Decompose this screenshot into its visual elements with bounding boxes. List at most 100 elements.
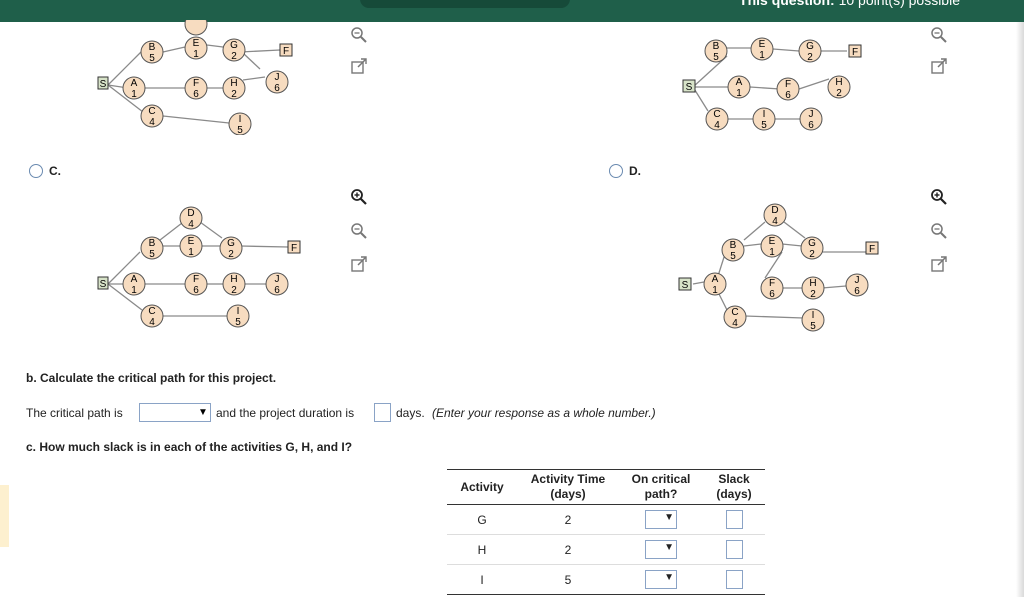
option-c-label: C. [49,164,61,178]
svg-text:I: I [812,310,815,321]
svg-text:5: 5 [149,53,155,64]
svg-text:B: B [730,240,737,251]
critical-dropdown-g[interactable]: ▼ [645,510,677,529]
svg-text:G: G [230,40,238,51]
part-b-heading: b. Calculate the critical path for this … [26,371,277,385]
critical-cell: ▼ [619,504,703,535]
critical-path-dropdown[interactable]: ▼ [139,403,211,422]
zoom-out-icon[interactable] [930,222,948,240]
header-pill [360,0,570,8]
radio-circle[interactable] [29,164,43,178]
zoom-in-icon[interactable] [930,188,948,206]
svg-text:C: C [148,306,155,317]
svg-text:B: B [149,238,156,249]
radio-circle[interactable] [609,164,623,178]
svg-text:F: F [852,47,858,58]
svg-text:4: 4 [772,216,778,227]
svg-text:5: 5 [761,120,767,131]
dropdown-arrow-icon: ▼ [198,407,208,418]
svg-text:H: H [809,278,816,289]
svg-text:H: H [835,77,842,88]
svg-text:F: F [291,243,297,254]
svg-text:1: 1 [131,89,137,100]
left-highlight-strip [0,485,9,547]
svg-text:2: 2 [809,249,815,260]
svg-text:2: 2 [231,89,237,100]
svg-text:C: C [731,307,738,318]
svg-text:E: E [188,236,195,247]
network-nodes-d: S F D4 B5 E1 G2 A1 F6 H2 J6 C4 I5 [678,203,879,332]
svg-text:1: 1 [736,88,742,99]
svg-text:E: E [759,39,766,50]
svg-text:6: 6 [785,90,791,101]
option-d-label: D. [629,164,641,178]
external-link-icon[interactable] [930,58,948,76]
header-slack: Slack (days) [703,469,765,505]
activity-table: Activity Activity Time (days) On critica… [447,469,765,595]
option-d-radio[interactable]: D. [609,164,641,178]
critical-dropdown-h[interactable]: ▼ [645,540,677,559]
svg-text:F: F [283,46,289,57]
external-link-icon[interactable] [350,256,368,274]
svg-text:5: 5 [237,125,243,135]
question-prefix: This question: [739,0,835,8]
time-cell: 2 [517,534,619,565]
zoom-out-icon[interactable] [350,26,368,44]
svg-text:S: S [100,79,107,90]
svg-text:I: I [237,306,240,317]
slack-input-g[interactable] [725,510,743,529]
svg-text:S: S [682,280,689,291]
svg-text:A: A [712,274,719,285]
slack-input-i[interactable] [725,570,743,589]
svg-text:4: 4 [188,219,194,230]
svg-text:2: 2 [228,249,234,260]
days-label: days. [396,406,425,420]
points-text: 10 point(s) possible [838,0,960,8]
zoom-out-icon[interactable] [350,222,368,240]
time-cell: 5 [517,564,619,595]
svg-text:6: 6 [193,89,199,100]
svg-text:S: S [100,279,107,290]
svg-text:F: F [869,244,875,255]
critical-cell: ▼ [619,534,703,565]
table-row: H 2 ▼ [447,534,765,565]
svg-text:D: D [187,208,194,219]
question-info: This question: 10 point(s) possible [739,0,960,8]
header-critical: On critical path? [619,469,703,505]
zoom-out-icon[interactable] [930,26,948,44]
svg-text:2: 2 [231,285,237,296]
option-c-radio[interactable]: C. [29,164,61,178]
svg-text:B: B [149,42,156,53]
svg-text:J: J [855,275,860,286]
table-row: G 2 ▼ [447,504,765,535]
external-link-icon[interactable] [350,58,368,76]
svg-text:H: H [230,274,237,285]
slack-input-h[interactable] [725,540,743,559]
zoom-in-icon[interactable] [350,188,368,206]
svg-text:I: I [239,114,242,125]
svg-text:S: S [686,82,693,93]
part-c-heading: c. How much slack is in each of the acti… [26,440,353,454]
network-nodes-c: S F D4 B5 E1 G2 A1 F6 H2 J6 C4 I5 [97,206,301,328]
top-bar: This question: 10 point(s) possible [0,0,1024,22]
duration-input[interactable] [374,403,391,422]
svg-text:4: 4 [714,120,720,131]
header-activity: Activity [447,469,517,505]
critical-dropdown-i[interactable]: ▼ [645,570,677,589]
svg-text:F: F [769,278,775,289]
diagram-option-c: S F D4 B5 E1 G2 A1 F6 H2 J6 C4 I5 [97,206,301,328]
svg-text:5: 5 [730,251,736,262]
slack-cell [703,564,765,595]
svg-text:4: 4 [149,117,155,128]
network-nodes-a: S F B5 E1 G2 A1 F6 H2 C4 I5 J6 [682,37,862,131]
svg-text:H: H [230,78,237,89]
svg-text:4: 4 [149,317,155,328]
external-link-icon[interactable] [930,256,948,274]
svg-text:F: F [785,79,791,90]
svg-text:1: 1 [712,285,718,296]
activity-cell: H [447,534,517,565]
svg-text:6: 6 [808,120,814,131]
scroll-edge [1016,22,1024,597]
svg-text:5: 5 [713,52,719,63]
svg-text:5: 5 [149,249,155,260]
